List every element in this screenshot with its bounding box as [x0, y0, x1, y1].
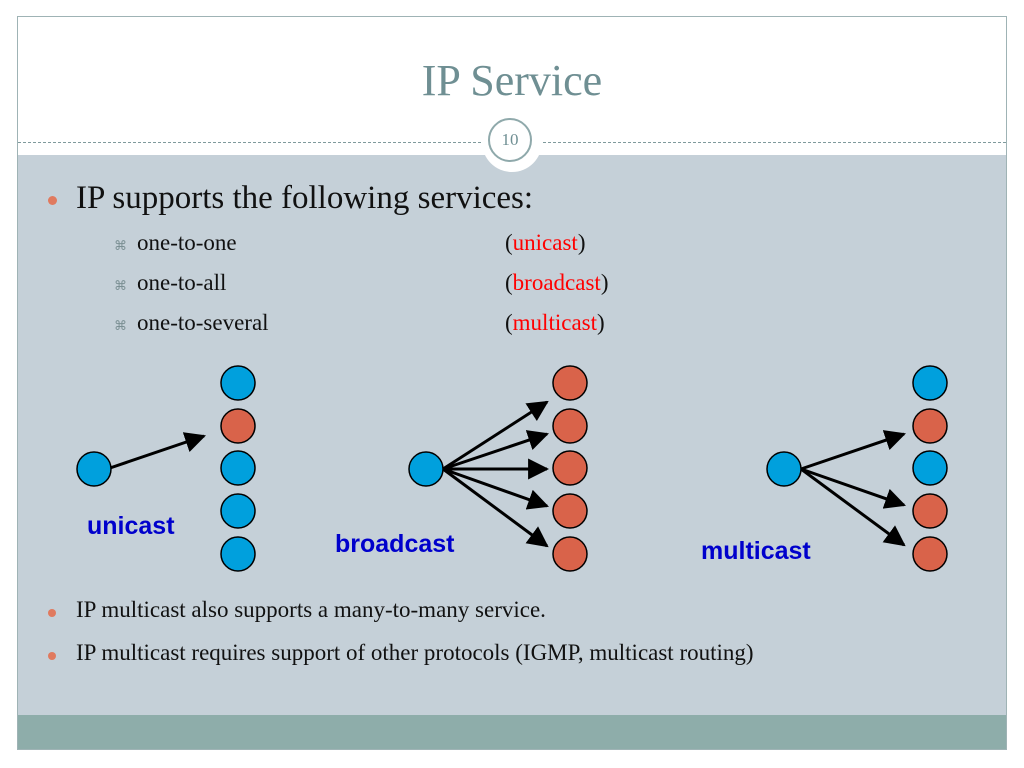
unicast-target-node-3	[220, 450, 256, 486]
multicast-target-node-3	[912, 450, 948, 486]
main-bullet-text: IP supports the following services:	[76, 180, 534, 216]
slide-title: IP Service	[421, 56, 603, 105]
footer-band	[18, 715, 1006, 749]
sub-bullet-mark-icon: ⌘	[114, 238, 127, 253]
unicast-target-node-4	[220, 493, 256, 529]
broadcast-target-node-5	[552, 536, 588, 572]
sub-bullet-mark-icon: ⌘	[114, 278, 127, 293]
service-term-multicast: (multicast)	[505, 310, 605, 335]
service-text-unicast: one-to-one	[137, 230, 237, 255]
unicast-source-node	[76, 451, 112, 487]
service-term-unicast: (unicast)	[505, 230, 586, 255]
broadcast-arrow-2	[442, 430, 549, 471]
slide-number: 10	[488, 118, 532, 162]
content-background	[18, 155, 1006, 715]
bullet-dot	[48, 196, 57, 205]
multicast-arrow-2	[800, 467, 906, 509]
broadcast-target-node-1	[552, 365, 588, 401]
bullet-dot	[48, 652, 56, 660]
multicast-target-node-1	[912, 365, 948, 401]
unicast-target-node-2	[220, 408, 256, 444]
broadcast-source-node	[408, 451, 444, 487]
bottom-bullet-text-1: IP multicast also supports a many-to-man…	[76, 597, 546, 622]
broadcast-target-node-2	[552, 408, 588, 444]
multicast-target-node-2	[912, 408, 948, 444]
multicast-source-node	[766, 451, 802, 487]
multicast-diagram	[766, 365, 948, 572]
sub-bullet-mark-icon: ⌘	[114, 318, 127, 333]
unicast-target-node-1	[220, 365, 256, 401]
service-term-broadcast: (broadcast)	[505, 270, 609, 295]
broadcast-arrow-5	[442, 467, 549, 548]
unicast-label: unicast	[87, 512, 175, 540]
service-text-broadcast: one-to-all	[137, 270, 227, 295]
multicast-arrow-1	[800, 430, 906, 471]
broadcast-arrow-4	[442, 467, 549, 510]
service-text-multicast: one-to-several	[137, 310, 269, 335]
unicast-arrow	[109, 432, 206, 470]
broadcast-diagram	[408, 365, 588, 572]
multicast-label: multicast	[701, 537, 811, 565]
broadcast-target-node-4	[552, 493, 588, 529]
unicast-target-node-5	[220, 536, 256, 572]
multicast-target-node-4	[912, 493, 948, 529]
multicast-arrow-3	[800, 467, 906, 547]
multicast-target-node-5	[912, 536, 948, 572]
unicast-diagram	[76, 365, 256, 572]
broadcast-label: broadcast	[335, 530, 455, 558]
broadcast-target-node-3	[552, 450, 588, 486]
bottom-bullet-text-2: IP multicast requires support of other p…	[76, 640, 754, 665]
bullet-dot	[48, 609, 56, 617]
broadcast-arrow-1	[442, 400, 549, 471]
